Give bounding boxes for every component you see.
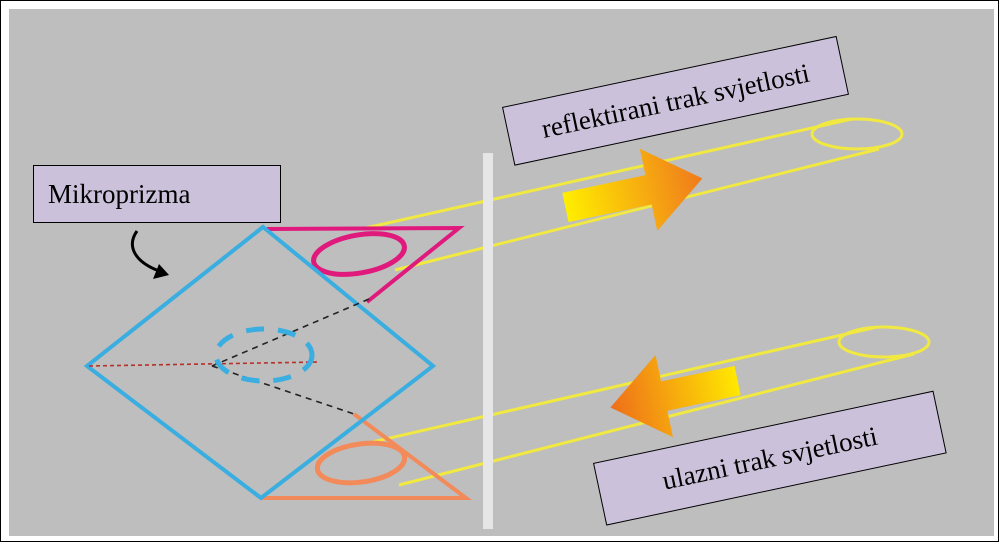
bottom-prism-face [262,412,472,500]
center-axis [88,361,320,367]
diagram-canvas: Mikroprizma reflektirani trak svjetlosti… [9,9,994,536]
pointer-arrow [131,230,169,279]
incoming-arrow [610,354,741,438]
microprism-outline [83,224,437,501]
diagram-svg [83,117,931,529]
prism-center-ellipse [213,326,315,384]
microprism-label: Mikroprizma [33,165,281,223]
microprism-label-text: Mikroprizma [48,178,191,209]
hidden-edges [211,298,370,415]
mirror-bar [483,153,493,529]
top-prism-face [266,225,465,304]
reflected-beam [360,117,904,272]
reflected-arrow [562,148,703,231]
